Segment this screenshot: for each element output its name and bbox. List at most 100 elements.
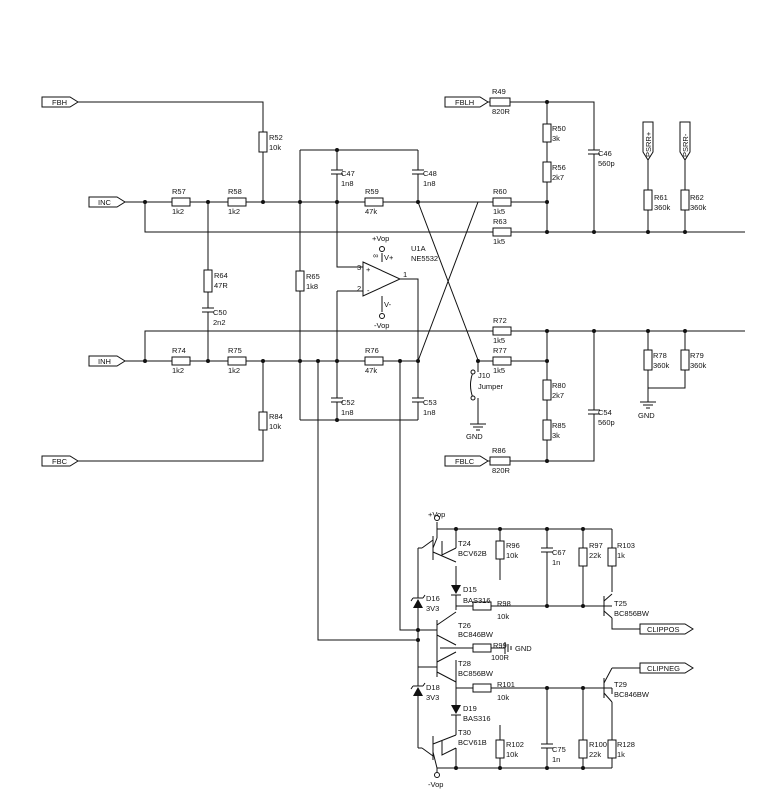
label-resistors-6-value: 1k2 [172,366,184,375]
wires [78,101,745,772]
label-resistors-32-ref: R128 [617,740,635,749]
junction [476,359,480,363]
label-resistors-21-value: 820R [492,466,511,475]
junction [581,527,585,531]
label-diodes-1-ref: D19 [463,704,477,713]
port-psrr-neg: PSRR- [679,121,691,161]
wire [456,687,613,768]
junction [261,200,265,204]
junction [143,200,147,204]
label-resistors-31-value: 22k [589,750,601,759]
label-capacitors-3-ref: C52 [341,398,355,407]
label-transistors-5-ref: T30 [458,728,471,737]
label-resistors-10-ref: R49 [492,87,506,96]
port-inh: INH [88,355,126,367]
junction [646,230,650,234]
label-resistors-2-ref: R58 [228,187,242,196]
port-inc: INC [88,196,126,208]
label-resistors-4-value: 47R [214,281,228,290]
junction [335,418,339,422]
label-resistors-0-value: 10k [269,143,281,152]
label-capacitors-6-value: 560p [598,418,615,427]
label-rails-vop_neg: -Vop [428,780,443,789]
wire [400,278,419,361]
label-resistors-4-ref: R64 [214,271,228,280]
wire [300,149,419,202]
label-resistors-29-value: 10k [497,693,509,702]
junction [206,359,210,363]
label-ground-label: GND [466,432,483,441]
label-ground-label: GND [638,411,655,420]
opamp-u1a: + - 3 2 1 ∞ V+ V- U1A NE5532 +Vop -Vop [357,234,438,330]
label-resistors-28-value: 100R [491,653,510,662]
label-transistors-3-part: BC856BW [458,669,494,678]
transistor-t30: -Vop T30 BCV61B [418,728,487,789]
junction [545,686,549,690]
label-opamp-plus: + [366,265,371,274]
label-resistors-21-ref: R86 [492,446,506,455]
resistor-r72: R72 1k5 [492,316,512,345]
label-opamp-part: NE5532 [411,254,438,263]
label-resistors-17-value: 1k5 [493,336,505,345]
junction [335,148,339,152]
label-resistors-8-ref: R76 [365,346,379,355]
label-resistors-17-ref: R72 [493,316,507,325]
label-resistors-3-value: 47k [365,207,377,216]
label-ports-clippos: CLIPPOS [647,625,680,634]
wire [436,660,612,772]
label-transistors-1-part: BC856BW [614,609,650,618]
wire [144,330,745,361]
ground-symbol: GND [466,420,486,441]
junction [206,200,210,204]
label-jumper-value: Jumper [478,382,504,391]
label-opamp-vminus: V- [384,300,392,309]
label-resistors-23-ref: R79 [690,351,704,360]
label-rails-vop_pos: +Vop [428,510,445,519]
label-ports-fblh: FBLH [455,98,474,107]
transistor-t24: +Vop T24 BCV62B [418,510,487,563]
wire [417,201,479,362]
label-ports-psrr_pos: PSRR+ [644,131,653,157]
wire [647,331,686,398]
transistor-t28: T28 BC856BW [418,651,494,683]
label-resistors-31-ref: R100 [589,740,607,749]
ground-symbol: GND [638,398,656,420]
transistor-t29: T29 BC846BW [583,667,650,703]
label-resistors-13-ref: R60 [493,187,507,196]
wire [647,160,686,232]
label-diodes-3-part: 3V3 [426,693,439,702]
label-resistors-15-value: 360k [654,203,671,212]
port-fbc: FBC [41,455,79,467]
junction [335,359,339,363]
label-ports-inh: INH [98,357,111,366]
junction [545,359,549,363]
label-transistors-5-part: BCV61B [458,738,487,747]
label-resistors-26-ref: R103 [617,541,635,550]
label-transistors-4-part: BC846BW [614,690,650,699]
port-clippos: CLIPPOS [639,623,694,635]
label-resistors-20-ref: R85 [552,421,566,430]
junction [646,329,650,333]
